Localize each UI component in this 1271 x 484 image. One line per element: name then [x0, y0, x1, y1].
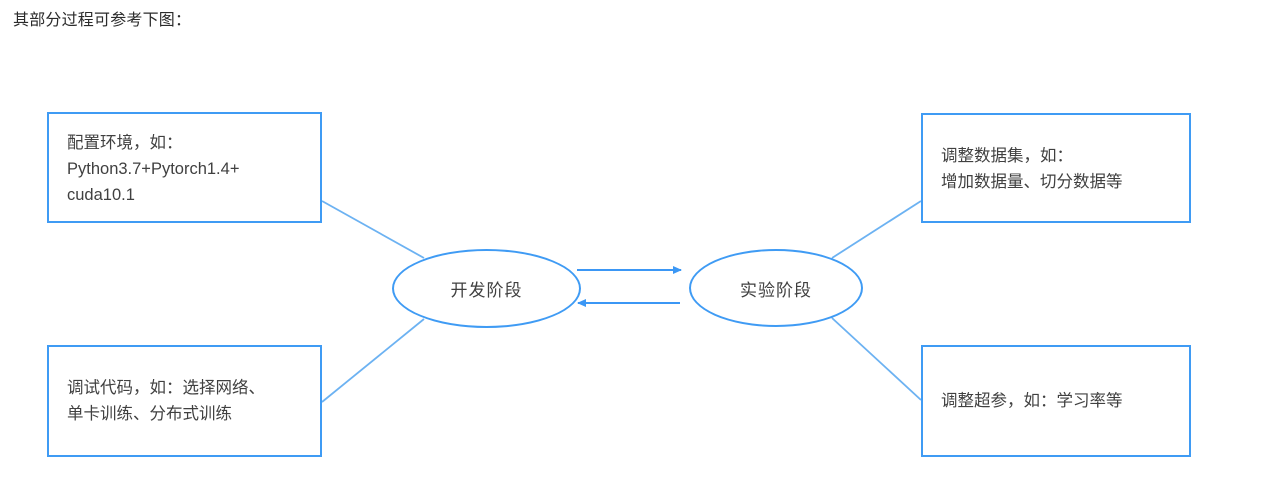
node-ellipse-experiment-stage-label: 实验阶段: [740, 280, 812, 300]
intro-paragraph: 其部分过程可参考下图：: [13, 12, 192, 29]
node-box-debug-code[interactable]: 调试代码，如：选择网络、 单卡训练、分布式训练: [47, 345, 322, 457]
node-box-configure-environment[interactable]: 配置环境，如： Python3.7+Pytorch1.4+ cuda10.1: [47, 112, 322, 223]
connector-dataset-to-exp: [831, 200, 922, 259]
node-ellipse-experiment-stage[interactable]: 实验阶段: [689, 249, 863, 327]
node-box-adjust-hyperparameters-label: 调整超参，如：学习率等: [941, 392, 1123, 410]
node-ellipse-development-stage[interactable]: 开发阶段: [392, 249, 581, 328]
node-box-debug-code-label: 调试代码，如：选择网络、 单卡训练、分布式训练: [67, 379, 265, 423]
connector-env-to-dev: [321, 200, 425, 259]
node-box-configure-environment-label: 配置环境，如： Python3.7+Pytorch1.4+ cuda10.1: [67, 133, 240, 204]
node-box-adjust-dataset[interactable]: 调整数据集，如： 增加数据量、切分数据等: [921, 113, 1191, 223]
connector-hyper-to-exp: [831, 317, 922, 401]
node-ellipse-development-stage-label: 开发阶段: [450, 281, 523, 300]
connector-debug-to-dev: [321, 318, 425, 403]
node-box-adjust-hyperparameters[interactable]: 调整超参，如：学习率等: [921, 345, 1191, 457]
node-box-adjust-dataset-label: 调整数据集，如： 增加数据量、切分数据等: [941, 147, 1123, 191]
